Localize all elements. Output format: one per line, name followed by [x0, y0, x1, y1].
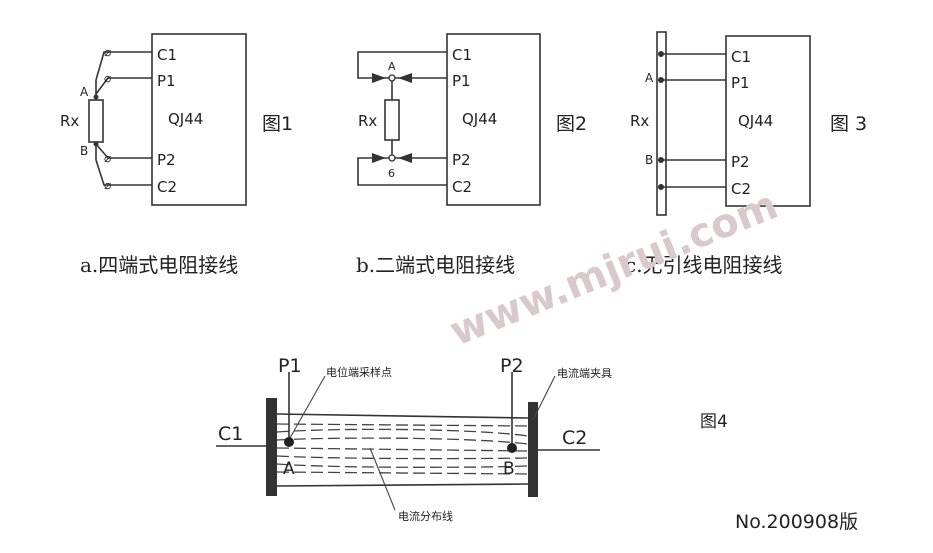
device-label-1: QJ44	[168, 110, 203, 128]
terminal-p1-label-3: P1	[731, 74, 750, 92]
connector-glyph-1c: ⌀	[104, 151, 111, 165]
connector-glyph-1a: ⌀	[104, 45, 111, 59]
caption-1: a.四端式电阻接线	[80, 253, 238, 277]
figure-4: C1 C2 P1 P2 A B 电位端采样点 电流端夹具 电流分布线 图4	[216, 355, 728, 523]
point-a-label-2: A	[388, 60, 396, 73]
figure-1: QJ44 C1 P1 P2 C2 ⌀ ⌀ ⌀ ⌀ A B Rx 图1 a.四端式…	[60, 33, 293, 277]
resistor-bar-3	[656, 31, 667, 216]
c2-label-4: C2	[562, 427, 587, 449]
rx-label-3: Rx	[630, 112, 649, 130]
connector-glyph-1b: ⌀	[104, 71, 111, 85]
node-a-1	[93, 94, 99, 100]
lead-p2-1	[95, 143, 152, 159]
leader-clamp-4	[532, 375, 556, 421]
leader-distribution-4	[369, 447, 396, 511]
clamp-right-4	[528, 402, 538, 497]
terminal-p2-label-2: P2	[452, 151, 471, 169]
qj44-box-1	[151, 33, 247, 206]
device-label-3: QJ44	[738, 112, 773, 130]
terminal-p2-label-3: P2	[731, 153, 750, 171]
lead-p2-c2-2	[357, 157, 447, 186]
connector-glyph-1d: ⌀	[104, 178, 111, 192]
point-a-label-3: A	[645, 71, 654, 85]
connector-top-2	[372, 73, 412, 83]
figure-3: QJ44 C1 P1 P2 C2 A B Rx 图 3 c.无引线电阻接线	[625, 31, 867, 277]
leader-potential-4	[289, 375, 326, 439]
node-a-3	[658, 77, 664, 83]
rx-label-1: Rx	[60, 112, 79, 130]
node-c1-3	[658, 51, 664, 57]
qj44-box-3	[725, 35, 811, 207]
terminal-p1-label-2: P1	[452, 72, 471, 90]
caption-3: c.无引线电阻接线	[625, 253, 783, 277]
terminal-p1-label-1: P1	[157, 72, 176, 90]
lead-c1-p1-2	[357, 51, 447, 79]
figure-2: QJ44 C1 P1 P2 C2 A 6 Rx 图2 b.二端式电阻接线	[356, 33, 587, 277]
conductor-top-4	[276, 413, 529, 419]
point-a-label-1: A	[80, 85, 89, 99]
figure-3-label: 图 3	[830, 113, 867, 135]
p1-label-4: P1	[278, 355, 302, 377]
lead-p1-1	[95, 77, 152, 95]
terminal-c2-label-2: C2	[452, 178, 472, 196]
annot-clamp-4: 电流端夹具	[557, 366, 612, 380]
node-b-1	[93, 141, 99, 147]
figure-1-label: 图1	[262, 113, 293, 135]
point-b-label-3: B	[645, 153, 653, 167]
clamp-left-4	[266, 398, 277, 496]
annot-distribution-4: 电流分布线	[398, 509, 453, 523]
c1-label-4: C1	[218, 423, 243, 445]
point-6-label-2: 6	[388, 167, 395, 180]
node-b-2	[388, 154, 396, 162]
terminal-c1-label-2: C1	[452, 46, 472, 64]
terminal-c2-label-3: C2	[731, 180, 751, 198]
rx-label-2: Rx	[358, 112, 377, 130]
point-b-label-4: B	[503, 459, 515, 479]
qj44-box-2	[446, 33, 541, 206]
terminal-c2-label-1: C2	[157, 178, 177, 196]
caption-2: b.二端式电阻接线	[356, 253, 515, 277]
conductor-bottom-4	[276, 483, 529, 487]
resistor-rx-1	[88, 99, 104, 143]
figure-2-label: 图2	[556, 113, 587, 135]
terminal-p2-label-1: P2	[157, 151, 176, 169]
device-label-2: QJ44	[462, 110, 497, 128]
node-a-2	[388, 74, 396, 82]
resistor-rx-2	[384, 99, 400, 141]
node-b-3	[658, 157, 664, 163]
annot-potential-4: 电位端采样点	[326, 365, 392, 379]
figure-4-label: 图4	[700, 412, 728, 432]
sample-point-a-4	[284, 437, 294, 447]
lead-c1-1	[95, 51, 152, 100]
footer-version: No.200908版	[735, 511, 858, 533]
terminal-c1-label-3: C1	[731, 48, 751, 66]
terminal-c1-label-1: C1	[157, 46, 177, 64]
p2-label-4: P2	[500, 355, 524, 377]
point-a-label-4: A	[283, 459, 295, 479]
connector-bottom-2	[372, 153, 412, 163]
node-c2-3	[658, 184, 664, 190]
sample-point-b-4	[507, 443, 517, 453]
current-lines-4	[276, 423, 529, 475]
lead-c2-1	[95, 142, 152, 186]
point-b-label-1: B	[80, 144, 88, 158]
